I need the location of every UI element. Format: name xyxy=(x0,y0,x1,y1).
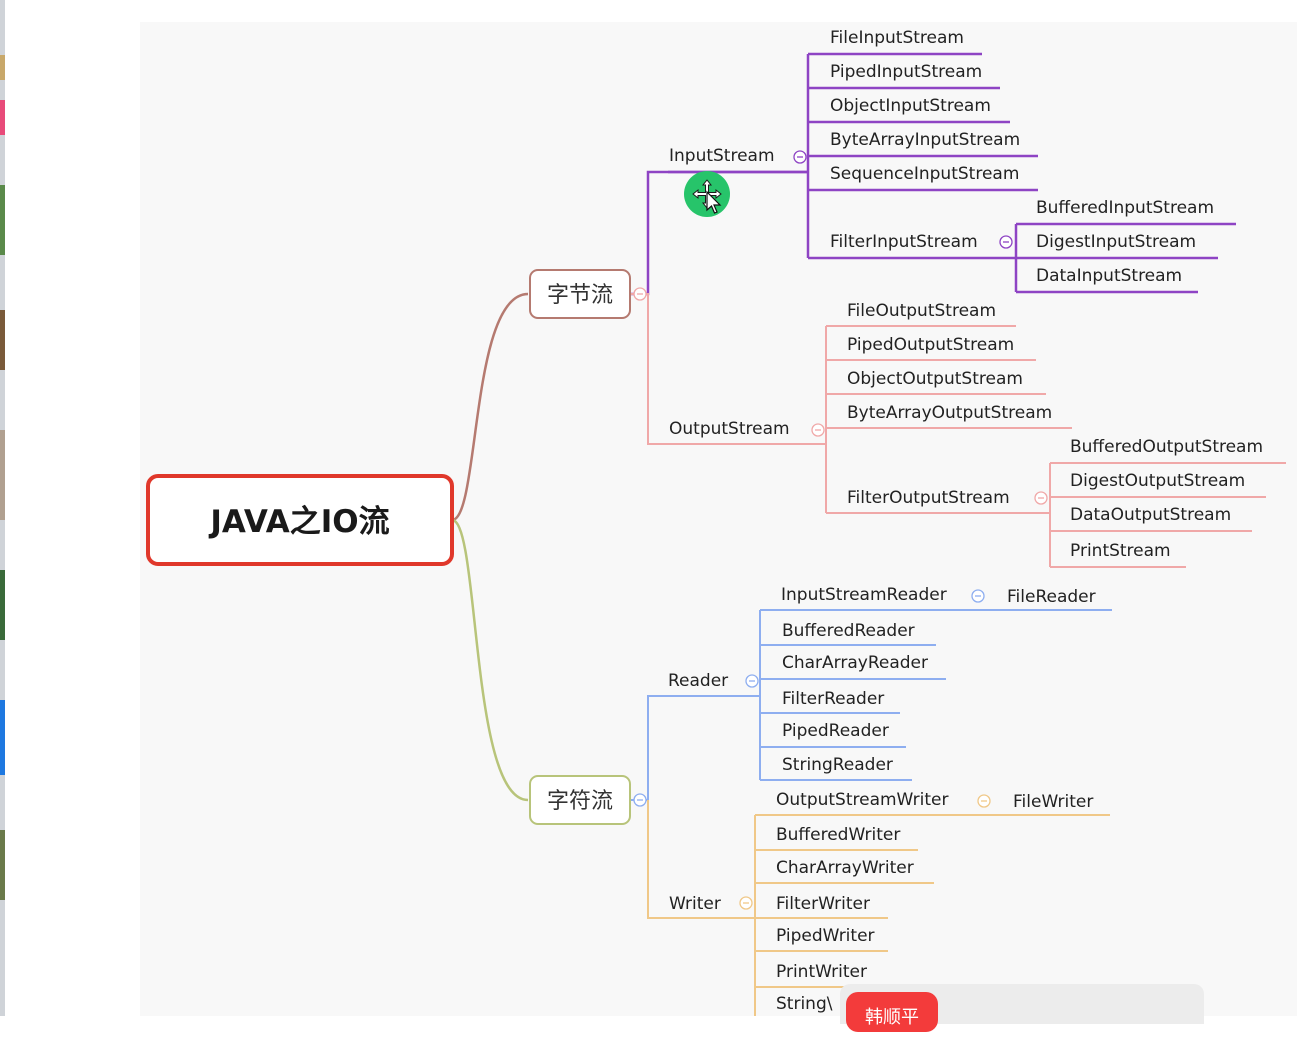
to-reader xyxy=(630,695,760,801)
leaf-filterwriter[interactable]: FilterWriter xyxy=(776,894,870,914)
watermark-badge-text: 韩顺平 xyxy=(865,1007,919,1028)
char-stream-node[interactable]: 字符流 xyxy=(529,775,631,825)
leaf-pipedinputstream[interactable]: PipedInputStream xyxy=(830,62,982,82)
collapse-icon[interactable] xyxy=(745,674,759,688)
leaf-stringreader[interactable]: StringReader xyxy=(782,755,893,775)
leaf-objectinputstream[interactable]: ObjectInputStream xyxy=(830,96,991,116)
leaf-dataoutputstream[interactable]: DataOutputStream xyxy=(1070,505,1231,525)
io-mindmap: JAVA之IO流 字节流 字符流 InputStream OutputStrea… xyxy=(146,28,1286,1016)
collapse-icon[interactable] xyxy=(999,235,1013,249)
leaf-pipedoutputstream[interactable]: PipedOutputStream xyxy=(847,335,1014,355)
leaf-sequenceinputstream[interactable]: SequenceInputStream xyxy=(830,164,1019,184)
outputstreamwriter-label[interactable]: OutputStreamWriter xyxy=(776,790,948,810)
byte-stream-label: 字节流 xyxy=(547,283,613,308)
collapse-icon[interactable] xyxy=(793,150,807,164)
to-writer xyxy=(647,800,755,919)
root-title: JAVA之IO流 xyxy=(208,504,389,540)
leaf-digestoutputstream[interactable]: DigestOutputStream xyxy=(1070,471,1245,491)
left-edge-strip xyxy=(0,0,5,1016)
root-node-box xyxy=(146,474,454,566)
leaf-fileoutputstream[interactable]: FileOutputStream xyxy=(847,301,996,321)
leaf-filewriter[interactable]: FileWriter xyxy=(1013,792,1093,812)
leaf-chararrayreader[interactable]: CharArrayReader xyxy=(782,653,928,673)
leaf-printstream[interactable]: PrintStream xyxy=(1070,541,1171,561)
filteroutputstream-label[interactable]: FilterOutputStream xyxy=(847,488,1010,508)
root-to-byte-stream xyxy=(451,292,529,522)
collapse-icon[interactable] xyxy=(1034,491,1048,505)
reader-label[interactable]: Reader xyxy=(668,671,728,691)
leaf-bufferedoutputstream[interactable]: BufferedOutputStream xyxy=(1070,437,1263,457)
inputstreamreader-label[interactable]: InputStreamReader xyxy=(781,585,947,605)
leaf-pipedreader[interactable]: PipedReader xyxy=(782,721,889,741)
inputstream-label[interactable]: InputStream xyxy=(669,146,775,166)
leaf-objectoutputstream[interactable]: ObjectOutputStream xyxy=(847,369,1023,389)
move-cursor-icon xyxy=(683,170,731,218)
collapse-icon[interactable] xyxy=(633,287,647,301)
leaf-bufferedreader[interactable]: BufferedReader xyxy=(782,621,915,641)
byte-stream-box xyxy=(529,269,631,319)
watermark-badge: 韩顺平 xyxy=(846,992,938,1032)
collapse-icon[interactable] xyxy=(633,793,647,807)
connector-lines xyxy=(451,52,1286,1016)
leaf-pipedwriter[interactable]: PipedWriter xyxy=(776,926,875,946)
writer-label[interactable]: Writer xyxy=(669,894,721,914)
leaf-filereader[interactable]: FileReader xyxy=(1007,587,1096,607)
watermark-bar: 韩顺平 xyxy=(840,984,1204,1032)
collapse-icon[interactable] xyxy=(977,794,991,808)
collapse-icon[interactable] xyxy=(739,896,753,910)
char-stream-box xyxy=(529,775,631,825)
collapse-icon[interactable] xyxy=(971,589,985,603)
leaf-digestinputstream[interactable]: DigestInputStream xyxy=(1036,232,1196,252)
leaf-bufferedwriter[interactable]: BufferedWriter xyxy=(776,825,900,845)
root-node[interactable]: JAVA之IO流 xyxy=(146,474,454,566)
leaf-stringwriter[interactable]: String\ xyxy=(776,994,833,1014)
leaf-bytearrayinputstream[interactable]: ByteArrayInputStream xyxy=(830,130,1020,150)
leaf-bufferedinputstream[interactable]: BufferedInputStream xyxy=(1036,198,1214,218)
leaf-fileinputstream[interactable]: FileInputStream xyxy=(830,28,964,48)
leaf-bytearrayoutputstream[interactable]: ByteArrayOutputStream xyxy=(847,403,1052,423)
leaf-datainputstream[interactable]: DataInputStream xyxy=(1036,266,1182,286)
leaf-filterreader[interactable]: FilterReader xyxy=(782,689,884,709)
leaf-printwriter[interactable]: PrintWriter xyxy=(776,962,867,982)
byte-stream-node[interactable]: 字节流 xyxy=(529,269,631,319)
collapse-icon[interactable] xyxy=(811,423,825,437)
leaf-chararraywriter[interactable]: CharArrayWriter xyxy=(776,858,914,878)
collapse-toggles xyxy=(633,150,1048,910)
filterinputstream-label[interactable]: FilterInputStream xyxy=(830,232,978,252)
root-to-char-stream xyxy=(451,518,529,802)
char-stream-label: 字符流 xyxy=(547,789,613,814)
outputstream-label[interactable]: OutputStream xyxy=(669,419,790,439)
